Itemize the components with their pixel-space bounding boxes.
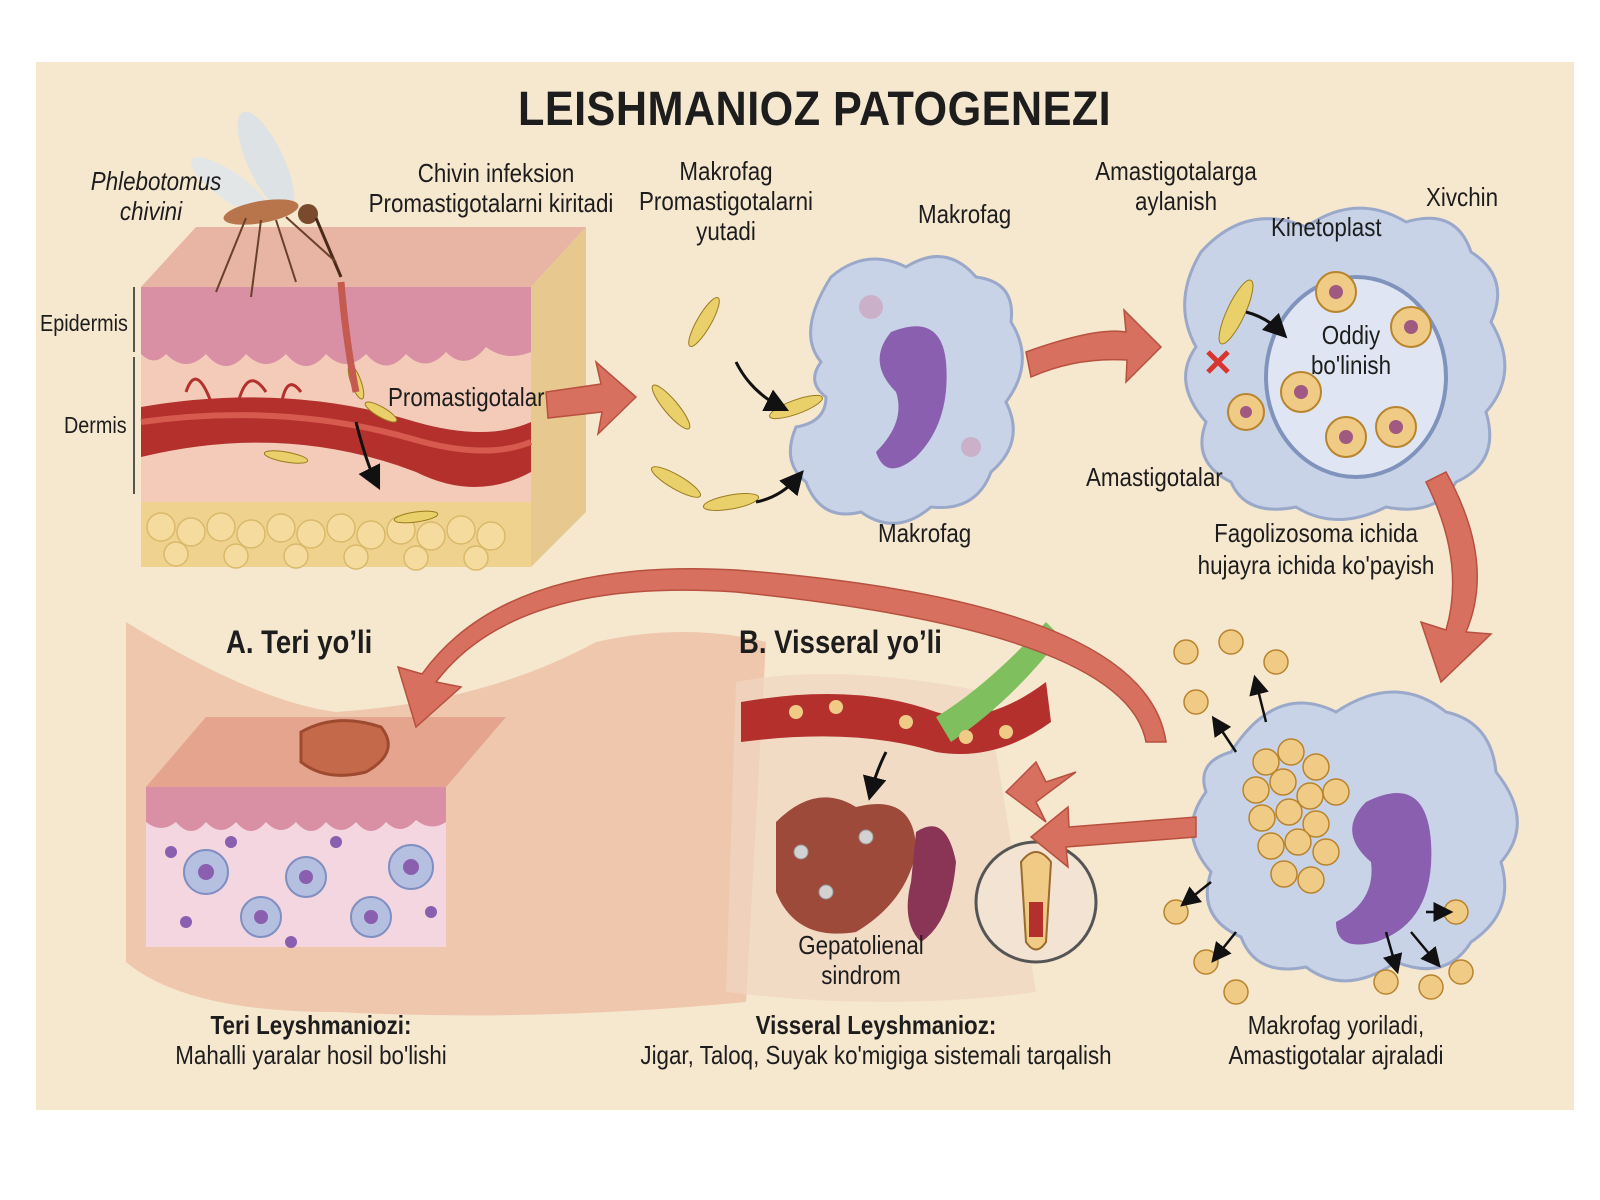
macrophage-engulfing [651,255,1024,525]
visceral-organs [726,622,1098,1002]
label-division-2: bo'linish [1310,350,1392,380]
label-infection: Chivin infeksion [417,158,575,188]
label-hepatosplenic: Gepatolienal [798,930,924,960]
label-transformation: Amastigotalarga [1095,156,1257,186]
cutaneous-lesion [126,622,766,1016]
label-engulf: Makrofag [679,156,773,186]
pathogenesis-illustration [126,111,1519,1016]
sandfly-illustration [190,111,343,298]
label-kinetoplast: Kinetoplast [1271,212,1382,242]
label-engulf-3: yutadi [696,216,756,246]
label-macrophage-top: Makrofag [918,199,1012,229]
diagram-title: LEISHMANIOZ PATOGENEZI [518,83,1112,136]
caption-cutaneous-desc: Mahalli yaralar hosil bo'lishi [175,1040,447,1070]
caption-visceral-title: Visseral Leyshmanioz: [755,1010,997,1040]
caption-visceral-desc: Jigar, Taloq, Suyak ko'migiga sistemali … [640,1040,1112,1070]
caption-rupture: Makrofag yoriladi, [1247,1010,1425,1040]
label-hepatosplenic-2: sindrom [821,960,901,990]
caption-rupture-2: Amastigotalar ajraladi [1228,1040,1444,1070]
flow-arrows [396,308,1493,869]
macrophage-transforming [1183,206,1507,521]
label-dermis: Dermis [64,412,127,438]
label-replication-2: hujayra ichida ko'payish [1197,550,1435,580]
heading-route-a: A. Teri yo’li [226,624,373,660]
label-epidermis: Epidermis [40,310,128,336]
caption-cutaneous-title: Teri Leyshmaniozi: [210,1010,412,1040]
label-transformation-2: aylanish [1134,186,1218,216]
label-promastigotes: Promastigotalar [388,382,545,412]
skin-block [133,227,586,571]
heading-route-b: B. Visseral yo’li [739,624,942,660]
label-replication: Fagolizosoma ichida [1214,518,1418,548]
label-vector-name: Phlebotomus [90,166,222,196]
label-amastigotes: Amastigotalar [1086,462,1223,492]
diagram-panel: LEISHMANIOZ PATOGENEZI Phlebotomus chivi… [36,62,1574,1110]
macrophage-rupturing [1163,629,1519,1005]
label-vector-name-2: chivini [119,196,183,226]
label-engulf-2: Promastigotalarni [639,186,813,216]
label-flagellum: Xivchin [1426,182,1499,212]
label-macrophage-bottom: Makrofag [878,518,972,548]
label-infection-2: Promastigotalarni kiritadi [368,188,614,218]
label-division: Oddiy [1321,320,1381,350]
